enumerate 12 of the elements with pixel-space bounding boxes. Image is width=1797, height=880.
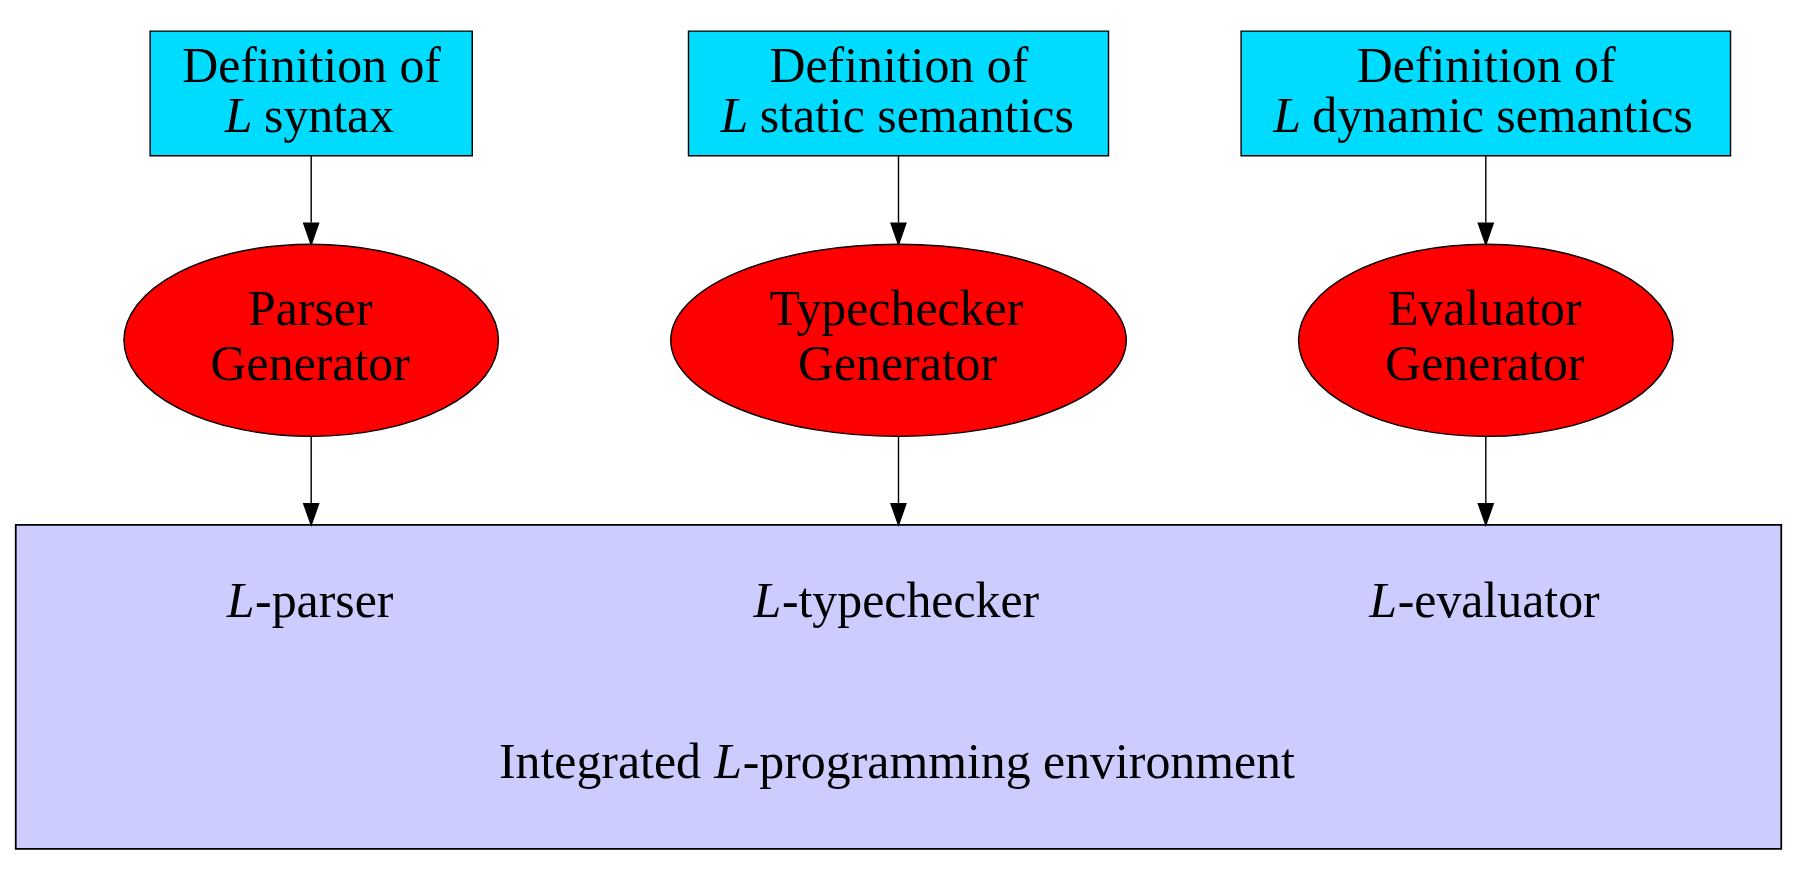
arrow [890,435,907,528]
node-ellipse: Typechecker Generator [670,243,1127,438]
node-box: Definition of L dynamic semantics [1240,30,1732,157]
node-ellipse: Parser Generator [123,243,500,438]
node-ellipse: Evaluator Generator [1297,243,1674,438]
arrow [302,435,320,528]
arrow [1477,155,1495,247]
arrow [302,155,320,247]
node-box: Definition of L static semantics [687,30,1110,157]
node-box: Definition of L syntax [149,30,473,157]
arrow [890,155,907,247]
arrow [1477,435,1495,528]
